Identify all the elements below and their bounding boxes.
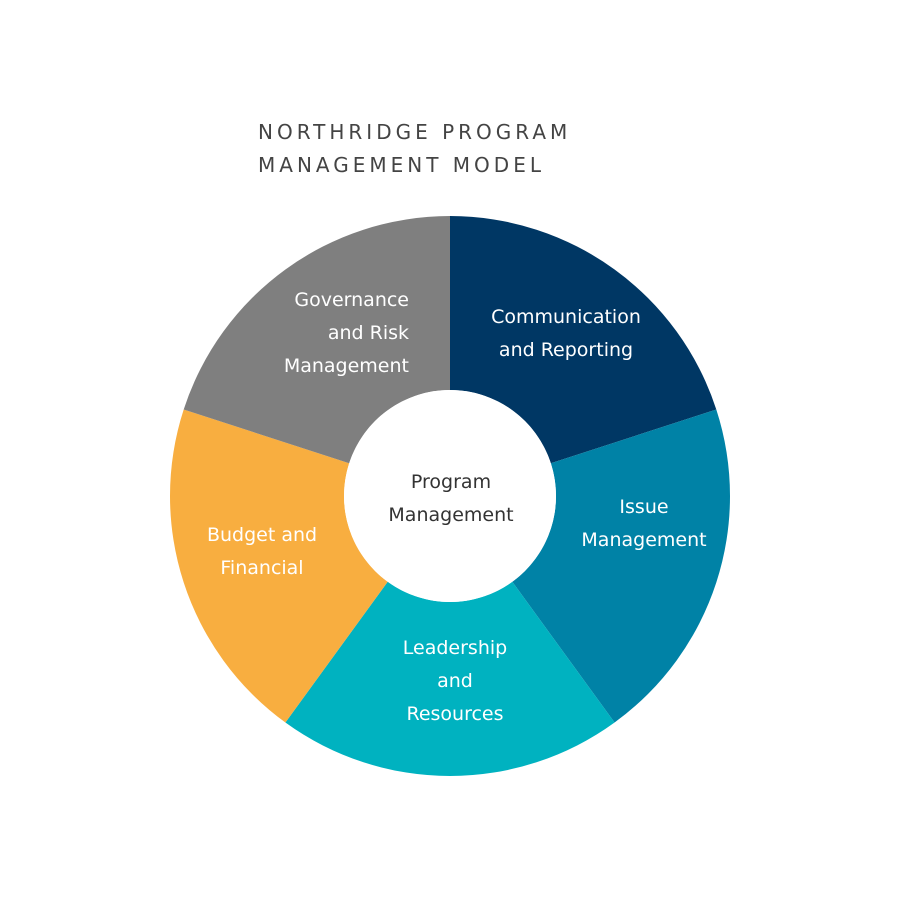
wheel-segments	[170, 216, 730, 777]
segment-label-line: Management	[284, 355, 409, 377]
segment-label-line: Governance	[294, 289, 409, 311]
segment-label-line: Financial	[220, 557, 303, 579]
segment-label-line: Communication	[491, 306, 641, 328]
diagram-title-line-2: MANAGEMENT MODEL	[258, 153, 545, 177]
segment-governance-and-risk-management	[183, 216, 451, 464]
segment-label-line: and Risk	[328, 322, 409, 344]
segment-label-line: Issue	[619, 496, 668, 518]
segment-label-line: and Reporting	[499, 339, 633, 361]
segment-label-line: Resources	[406, 703, 503, 725]
diagram-title: NORTHRIDGE PROGRAM MANAGEMENT MODEL	[258, 116, 678, 182]
segment-label-line: Management	[581, 529, 706, 551]
center-hub	[344, 390, 556, 602]
segment-issue-management	[512, 409, 730, 723]
segment-label-line: Leadership	[403, 637, 507, 659]
center-label-line: Program	[411, 471, 491, 493]
segment-label-line: Budget and	[207, 524, 317, 546]
segment-label-communication-and-reporting: Communication and Reporting	[491, 306, 641, 361]
segment-leadership-and-resources	[285, 581, 615, 777]
center-label-line: Management	[388, 504, 513, 526]
diagram-title-line-1: NORTHRIDGE PROGRAM	[258, 120, 572, 144]
segment-label-line: and	[437, 670, 473, 692]
segment-communication-and-reporting	[450, 216, 717, 464]
segment-budget-and-financial	[170, 409, 388, 723]
